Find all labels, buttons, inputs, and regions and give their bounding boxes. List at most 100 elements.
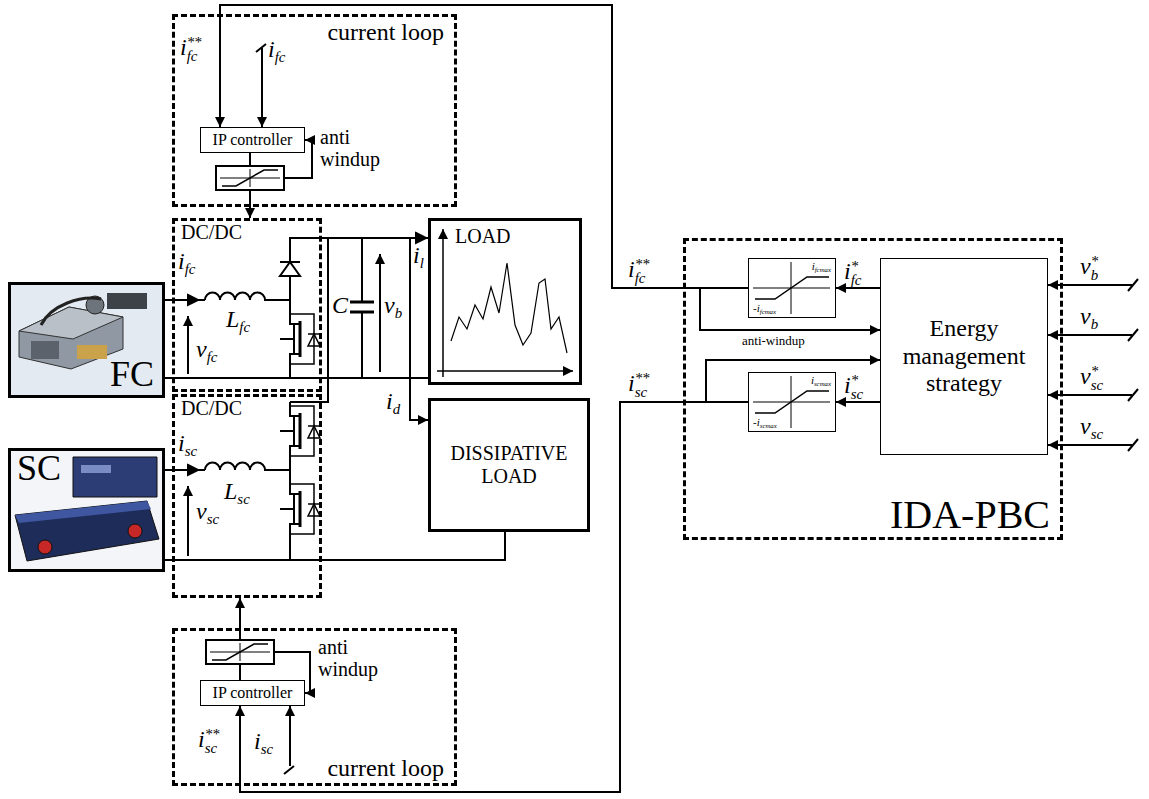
subscript: fc	[239, 319, 250, 335]
dc-bus-circuit	[416, 233, 426, 243]
subscript: sc	[185, 443, 197, 459]
subscript: fc	[207, 349, 218, 365]
symbol-base: i	[254, 728, 261, 754]
signal-label: anti-windup	[742, 334, 805, 348]
subscript: fc	[635, 271, 650, 285]
symbol-base: i	[178, 430, 185, 456]
superscript: *	[1091, 364, 1103, 378]
dissipative-load-box: DISSIPATIVE LOAD	[428, 398, 590, 532]
controller-box: IP controller	[200, 127, 305, 153]
subscript: d	[393, 401, 400, 417]
superscript: *	[1091, 254, 1098, 268]
symbol-base: v	[1080, 303, 1091, 329]
node-text: LOAD	[453, 225, 513, 247]
current-loop-wiring	[220, 169, 280, 187]
superscript: **	[635, 257, 650, 271]
subscript: sc	[851, 387, 863, 401]
symbol-base: v	[1080, 253, 1091, 279]
sc-converter-circuit	[280, 402, 320, 460]
signal-label: i**fc	[628, 256, 650, 285]
signal-connector	[220, 5, 748, 288]
device-illustration	[128, 524, 142, 538]
dc-bus-circuit	[350, 302, 374, 312]
signal-label: Lfc	[226, 306, 250, 336]
node-text: iscmax	[809, 374, 833, 388]
signal-connector	[706, 360, 880, 402]
script-stack: **fc	[635, 257, 650, 285]
signal-label: il	[413, 242, 424, 272]
current-loop-wiring	[206, 640, 274, 664]
script-stack: *b	[1091, 254, 1098, 282]
symbol-base: i	[844, 258, 851, 284]
input-signal-arrows	[1128, 279, 1138, 451]
signal-connector	[322, 532, 505, 560]
device-illustration	[19, 307, 123, 339]
signal-label: vb	[384, 292, 402, 322]
symbol-base: i	[386, 388, 393, 414]
fc-converter-circuit	[280, 310, 320, 368]
current-loop-box: current loopIP controller	[172, 14, 457, 207]
device-illustration	[73, 457, 157, 497]
saturation-graph	[755, 277, 829, 299]
strategy-box: Energy management strategy	[880, 258, 1048, 455]
device-illustration	[77, 345, 107, 359]
saturation-graph	[753, 262, 830, 314]
symbol-base: i	[413, 242, 420, 268]
controller-group-box: IDA-PBC ifcmax-ifcmaxEnergy management st…	[683, 238, 1063, 540]
signal-label: v*b	[1080, 253, 1098, 282]
superscript: **	[635, 371, 650, 385]
signal-label: anti windup	[320, 126, 392, 170]
sc-converter-circuit	[187, 486, 189, 556]
subscript: sc	[261, 741, 273, 757]
node-text: FC	[108, 355, 156, 395]
script-stack: *sc	[1091, 364, 1103, 392]
symbol-base: v	[384, 292, 395, 318]
signal-label: i**sc	[628, 370, 650, 399]
dc-bus-circuit	[410, 238, 428, 420]
node-text: DC/DC	[179, 221, 244, 243]
node-text: DC/DC	[179, 397, 244, 419]
current-loop-wiring	[284, 766, 294, 774]
signal-label: isc	[254, 728, 273, 758]
symbol-base: i	[268, 36, 275, 62]
current-loop-wiring	[222, 170, 278, 186]
fc-converter-circuit	[188, 295, 198, 305]
signal-label: anti windup	[318, 636, 390, 680]
saturation-graph	[753, 376, 830, 428]
controller-box: IP controller	[200, 680, 305, 706]
node-text: IP controller	[211, 131, 295, 149]
device-illustration	[41, 298, 101, 325]
device-illustration	[107, 293, 147, 309]
fc-converter-circuit	[165, 377, 428, 379]
dc-bus-circuit	[379, 254, 381, 372]
symbol-base: -i	[753, 416, 760, 428]
subscript: sc	[237, 491, 249, 507]
signal-label: isc	[178, 430, 197, 460]
device-illustration	[19, 307, 123, 369]
symbol-base: i	[628, 370, 635, 396]
device-illustration	[11, 285, 162, 395]
node-text: DISSIPATIVE LOAD	[431, 442, 587, 488]
node-text: current loop	[325, 755, 446, 781]
device-illustration	[38, 540, 52, 554]
load-box: LOAD	[428, 218, 582, 385]
script-stack: **fc	[187, 35, 202, 63]
symbol-base: i	[628, 256, 635, 282]
subscript: b	[1091, 316, 1098, 332]
subscript: b	[1091, 268, 1098, 282]
subscript: fc	[851, 273, 862, 287]
device-illustration	[15, 501, 151, 523]
device-illustration	[15, 501, 159, 561]
subscript: scmax	[760, 423, 777, 430]
node-text: IDA-PBC	[888, 493, 1052, 537]
saturation-box: ifcmax-ifcmax	[748, 258, 836, 318]
saturation-graph	[755, 391, 829, 413]
fc-converter-circuit	[280, 262, 300, 276]
current-loop-wiring	[289, 706, 291, 766]
current-loop-wiring	[216, 166, 284, 190]
symbol-base: -i	[753, 302, 760, 314]
sc-converter-circuit	[165, 402, 322, 560]
subscript: fc	[187, 49, 202, 63]
node-text: Energy management strategy	[887, 315, 1041, 398]
